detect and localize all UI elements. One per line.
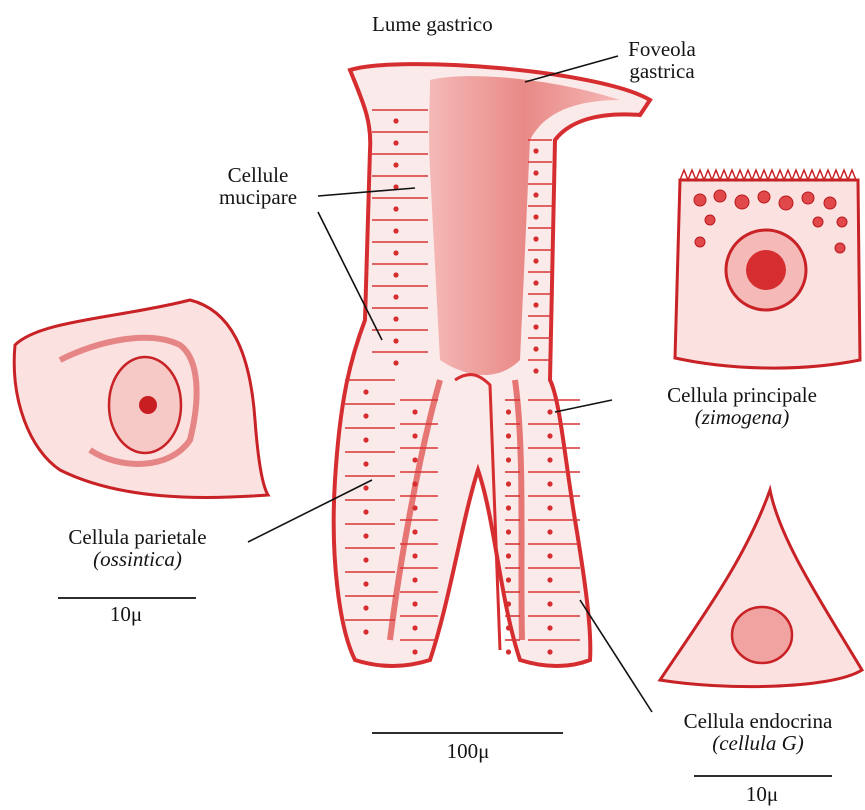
cell-nucleus-neck-left — [393, 162, 398, 167]
cell-nucleus-neck-right — [533, 214, 538, 219]
cell-nucleus-base-right-inner — [506, 601, 511, 606]
cell-nucleus-neck-right — [533, 170, 538, 175]
cell-nucleus-base-left-outer — [363, 533, 368, 538]
cell-nucleus-base-right-outer — [547, 649, 552, 654]
cell-nucleus-neck-left — [393, 250, 398, 255]
cell-nucleus-base-left-inner — [412, 457, 417, 462]
cell-nucleus-base-right-outer — [547, 577, 552, 582]
cell-nucleus-neck-left — [393, 272, 398, 277]
cell-nucleus-base-left-outer — [363, 437, 368, 442]
cell-nucleus-neck-left — [393, 118, 398, 123]
cell-nucleus-base-right-inner — [506, 553, 511, 558]
gastric-gland — [334, 64, 650, 666]
cell-nucleus-base-left-outer — [363, 413, 368, 418]
cell-nucleus-base-left-outer — [363, 581, 368, 586]
cell-nucleus-neck-right — [533, 368, 538, 373]
cell-nucleus-base-left-inner — [412, 649, 417, 654]
cell-nucleus-neck-right — [533, 236, 538, 241]
chief-nucleolus — [746, 250, 786, 290]
cell-nucleus-base-left-outer — [363, 557, 368, 562]
cell-nucleus-base-left-inner — [412, 601, 417, 606]
cell-nucleus-base-right-outer — [547, 505, 552, 510]
cell-nucleus-neck-left — [393, 294, 398, 299]
cell-nucleus-neck-right — [533, 148, 538, 153]
endocrine-cell-figure — [660, 490, 862, 687]
cell-nucleus-base-right-outer — [547, 433, 552, 438]
cell-nucleus-neck-left — [393, 140, 398, 145]
endocrine-nucleus — [732, 607, 792, 663]
cell-nucleus-base-left-inner — [412, 433, 417, 438]
label-foveola-line2: gastrica — [612, 60, 712, 82]
cell-nucleus-base-left-inner — [412, 625, 417, 630]
cell-nucleus-neck-left — [393, 360, 398, 365]
cell-nucleus-base-left-inner — [412, 577, 417, 582]
label-chief-line2: (zimogena) — [622, 406, 862, 428]
cell-nucleus-neck-right — [533, 280, 538, 285]
chief-cell-figure — [675, 170, 860, 368]
cell-nucleus-base-left-inner — [412, 529, 417, 534]
cell-nucleus-base-left-inner — [412, 505, 417, 510]
cell-nucleus-base-right-inner — [506, 505, 511, 510]
leader-chief — [555, 400, 612, 412]
cell-nucleus-base-right-inner — [506, 409, 511, 414]
label-endocrine-cell: Cellula endocrina (cellula G) — [652, 710, 864, 754]
label-endocrine-line1: Cellula endocrina — [652, 710, 864, 732]
cell-nucleus-base-left-inner — [412, 409, 417, 414]
cell-nucleus-neck-left — [393, 316, 398, 321]
cell-nucleus-neck-left — [393, 206, 398, 211]
cell-nucleus-base-right-outer — [547, 481, 552, 486]
cell-nucleus-base-right-inner — [506, 625, 511, 630]
label-endocrine-line2: (cellula G) — [652, 732, 864, 754]
cell-nucleus-neck-left — [393, 228, 398, 233]
cell-nucleus-base-right-outer — [547, 553, 552, 558]
cell-nucleus-base-right-outer — [547, 601, 552, 606]
label-mucous-cells: Cellule mucipare — [198, 164, 318, 208]
cell-nucleus-base-right-inner — [506, 433, 511, 438]
cell-nucleus-base-left-inner — [412, 481, 417, 486]
label-foveola: Foveola gastrica — [612, 38, 712, 82]
cell-nucleus-base-left-outer — [363, 605, 368, 610]
cell-nucleus-base-right-outer — [547, 625, 552, 630]
parietal-cell-figure — [14, 300, 268, 497]
cell-nucleus-base-right-outer — [547, 529, 552, 534]
cell-nucleus-base-left-outer — [363, 461, 368, 466]
cell-nucleus-neck-right — [533, 192, 538, 197]
cell-nucleus-base-right-outer — [547, 409, 552, 414]
label-mucous-line2: mucipare — [198, 186, 318, 208]
cell-nucleus-base-right-inner — [506, 457, 511, 462]
cell-nucleus-base-right-inner — [506, 481, 511, 486]
scale-label-left: 10μ — [96, 603, 156, 625]
scale-label-center: 100μ — [428, 740, 508, 762]
label-lumen: Lume gastrico — [372, 13, 493, 35]
label-parietal-line1: Cellula parietale — [20, 526, 255, 548]
label-parietal-cell: Cellula parietale (ossintica) — [20, 526, 255, 570]
label-foveola-line1: Foveola — [612, 38, 712, 60]
cell-nucleus-neck-right — [533, 302, 538, 307]
cell-nucleus-neck-right — [533, 258, 538, 263]
cell-nucleus-base-right-inner — [506, 529, 511, 534]
cell-nucleus-base-right-inner — [506, 649, 511, 654]
cell-nucleus-neck-left — [393, 338, 398, 343]
label-chief-line1: Cellula principale — [622, 384, 862, 406]
cell-nucleus-neck-right — [533, 346, 538, 351]
cell-nucleus-base-left-outer — [363, 389, 368, 394]
label-parietal-line2: (ossintica) — [20, 548, 255, 570]
cell-nucleus-base-left-inner — [412, 553, 417, 558]
scale-label-right: 10μ — [732, 783, 792, 805]
cell-nucleus-base-left-outer — [363, 509, 368, 514]
cell-nucleus-base-left-outer — [363, 485, 368, 490]
label-chief-cell: Cellula principale (zimogena) — [622, 384, 862, 428]
cell-nucleus-neck-right — [533, 324, 538, 329]
parietal-nucleolus — [139, 396, 157, 414]
label-mucous-line1: Cellule — [198, 164, 318, 186]
cell-nucleus-base-left-outer — [363, 629, 368, 634]
cell-nucleus-base-right-inner — [506, 577, 511, 582]
cell-nucleus-base-right-outer — [547, 457, 552, 462]
